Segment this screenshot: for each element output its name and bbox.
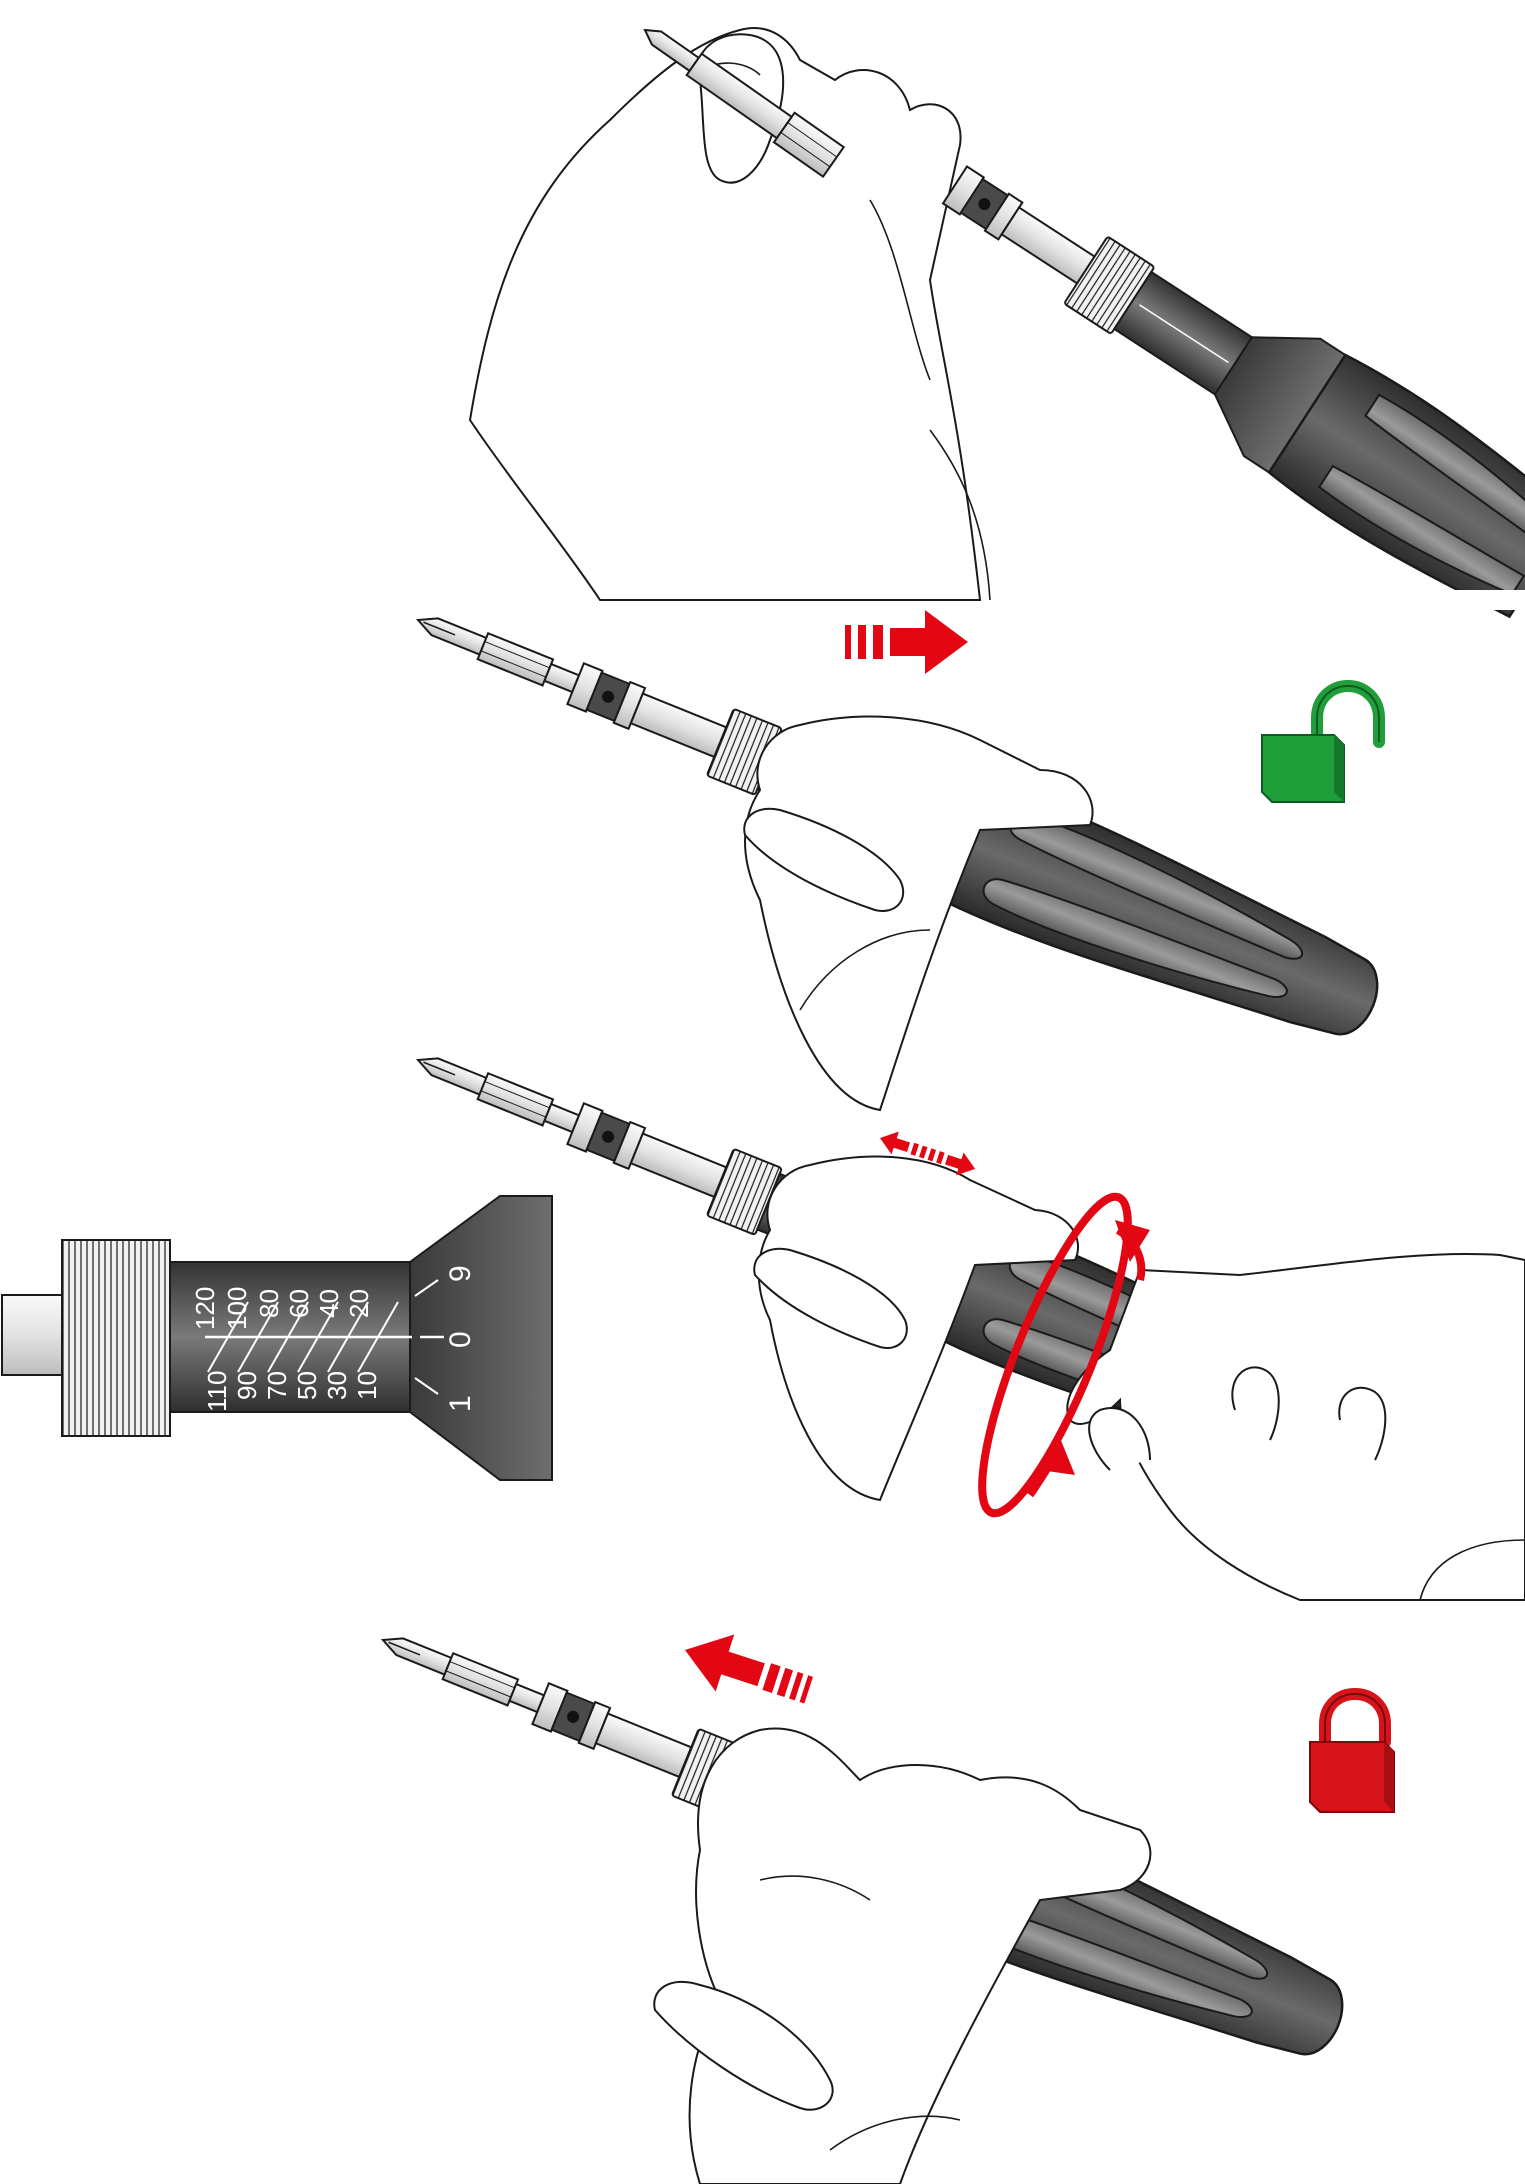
- hand-outline: [757, 1155, 1080, 1502]
- screwdriver-bit: [643, 28, 846, 179]
- scale-label: 40: [314, 1289, 344, 1318]
- step-release-collar-lock: [357, 1578, 1395, 2184]
- scale-label: 30: [322, 1371, 352, 1400]
- arrow-left-icon: [685, 1634, 813, 1704]
- screwdriver-top: [941, 165, 1525, 619]
- step-insert-bit: [468, 27, 1525, 619]
- double-arrow-icon: [880, 1131, 976, 1176]
- scale-label: 100: [222, 1287, 252, 1330]
- ring-label: 1: [444, 1395, 477, 1412]
- rotate-icon: [978, 1192, 1150, 1518]
- scale-label: 10: [352, 1371, 382, 1400]
- scale-label: 90: [232, 1371, 262, 1400]
- step-rotate-handle-adjust: [392, 998, 1525, 1601]
- thumb-outline: [753, 1247, 908, 1350]
- hand-outline: [744, 715, 1094, 1112]
- scale-label: 20: [344, 1289, 374, 1318]
- scale-label: 70: [262, 1371, 292, 1400]
- hand-outline: [468, 27, 982, 601]
- thumb-outline: [743, 807, 905, 912]
- step-pull-collar-unlock: [392, 558, 1399, 1112]
- thumb-outline: [653, 1980, 834, 2111]
- ring-labels: 9 0 1: [444, 1265, 477, 1412]
- ring-label: 0: [444, 1331, 477, 1348]
- torque-scale-detail: 120 100 80 60 40 20 110 90 70 50 30 10 9…: [1, 1195, 553, 1481]
- padlock-open-icon: [1261, 679, 1385, 803]
- scale-upper-labels: 120 100 80 60 40 20: [190, 1287, 374, 1330]
- arrow-right-icon: [845, 610, 968, 674]
- scale-label: 120: [190, 1287, 220, 1330]
- scale-label: 80: [254, 1289, 284, 1318]
- padlock-closed-icon: [1309, 1687, 1395, 1813]
- scale-lower-labels: 110 90 70 50 30 10: [202, 1371, 382, 1412]
- scale-label: 60: [284, 1289, 314, 1318]
- scale-label: 50: [292, 1371, 322, 1400]
- scale-label: 110: [202, 1371, 232, 1412]
- ring-label: 9: [444, 1265, 477, 1282]
